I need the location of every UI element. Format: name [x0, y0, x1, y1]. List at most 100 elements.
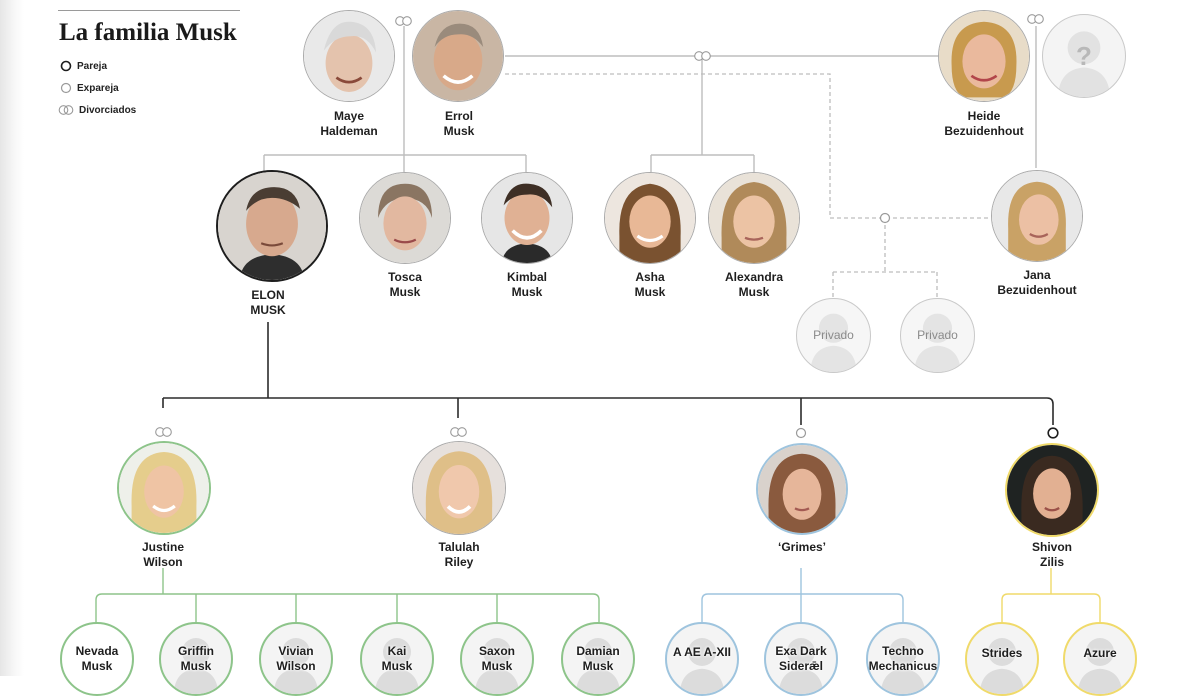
legend-divorciados-label: Divorciados: [79, 104, 137, 116]
name-first: Alexandra: [724, 270, 784, 284]
name-last: Bezuidenhout: [997, 283, 1077, 297]
child-name: A AE A-XII: [672, 644, 731, 659]
man-face-icon: [413, 11, 503, 101]
label-talulah: Talulah Riley: [389, 540, 529, 570]
name-first: Errol: [444, 109, 473, 123]
name-last: Riley: [444, 555, 474, 569]
child-name: Strides: [981, 645, 1023, 660]
page-edge-shadow: [0, 0, 24, 676]
line-justine-bar: [95, 593, 600, 624]
legend-expareja: Expareja: [60, 81, 119, 95]
name-first: Tosca: [388, 270, 422, 284]
portrait-privado-2: Privado: [900, 298, 975, 373]
family-tree-lines: [95, 14, 1101, 624]
woman-face-icon: [939, 11, 1029, 101]
woman-face-icon: [119, 443, 209, 533]
label-justine: Justine Wilson: [93, 540, 233, 570]
name-last: Musk: [389, 285, 421, 299]
privado-label: Privado: [917, 328, 958, 342]
woman-face-icon: [709, 173, 799, 263]
label-jana: Jana Bezuidenhout: [967, 268, 1107, 298]
portrait-justine: [117, 441, 211, 535]
legend-expareja-label: Expareja: [77, 82, 119, 94]
legend-pareja-label: Pareja: [77, 60, 108, 72]
line-errol-jana-dashed: [505, 73, 990, 219]
legend-pareja: Pareja: [60, 59, 107, 73]
name-last: Musk: [443, 124, 475, 138]
name-last: Zilis: [1039, 555, 1064, 569]
ring-shivon: [1047, 427, 1059, 439]
person-silhouette-icon: [810, 313, 857, 372]
man-face-icon: [218, 172, 326, 280]
name-first: Heide: [967, 109, 1001, 123]
name-first: Asha: [635, 270, 665, 284]
portrait-grimes: [756, 443, 848, 535]
page-title: La familia Musk: [59, 19, 237, 46]
name-first: Justine: [141, 540, 184, 554]
title-rule: [58, 10, 240, 11]
line-shivon-bar: [1001, 593, 1101, 624]
name-first: Jana: [1023, 268, 1051, 282]
label-shivon: Shivon Zilis: [982, 540, 1122, 570]
name-first: ELON: [251, 288, 285, 302]
privado-label: Privado: [813, 328, 854, 342]
unknown-mark: ?: [1076, 40, 1092, 71]
woman-face-icon: [360, 173, 450, 263]
ring-errol-heide: [694, 51, 711, 61]
line-grimes-bar: [701, 593, 904, 624]
ring-maye-errol: [395, 16, 412, 26]
portrait-elon: [216, 170, 328, 282]
name-last: Musk: [634, 285, 666, 299]
ring-grimes: [795, 427, 807, 439]
single-ring-dark-icon: [60, 60, 72, 72]
name-last: Musk: [511, 285, 543, 299]
woman-face-icon: [605, 173, 695, 263]
legend-divorciados: Divorciados: [58, 103, 136, 117]
portrait-tosca: [359, 172, 451, 264]
name-first: Shivon: [1031, 540, 1072, 554]
portrait-errol: [412, 10, 504, 102]
double-ring-icon: [58, 105, 74, 115]
person-silhouette-icon: [1057, 31, 1111, 97]
label-elon: ELON MUSK: [198, 288, 338, 318]
label-maye: Maye Haldeman: [279, 109, 419, 139]
child-azure: Azure: [1063, 622, 1137, 696]
label-asha: Asha Musk: [580, 270, 720, 300]
woman-face-icon: [1007, 445, 1097, 535]
ring-heide-unknown: [1027, 14, 1044, 24]
woman-face-icon: [758, 445, 846, 533]
man-face-icon: [482, 173, 572, 263]
ring-talulah: [450, 427, 467, 437]
name-last: Haldeman: [320, 124, 378, 138]
line-partners-bar: [162, 397, 1054, 425]
label-tosca: Tosca Musk: [335, 270, 475, 300]
portrait-kimbal: [481, 172, 573, 264]
label-kimbal: Kimbal Musk: [457, 270, 597, 300]
portrait-heide: [938, 10, 1030, 102]
name-last: MUSK: [250, 303, 286, 317]
name-last: Bezuidenhout: [944, 124, 1024, 138]
person-silhouette-icon: [914, 313, 961, 372]
label-heide: Heide Bezuidenhout: [914, 109, 1054, 139]
portrait-alexandra: [708, 172, 800, 264]
name-last: Musk: [738, 285, 770, 299]
child-strides: Strides: [965, 622, 1039, 696]
label-grimes: ‘Grimes’: [732, 540, 872, 555]
name-first: Kimbal: [506, 270, 547, 284]
name-last: Wilson: [143, 555, 183, 569]
single-ring-gray-icon: [60, 82, 72, 94]
woman-face-icon: [413, 442, 505, 534]
